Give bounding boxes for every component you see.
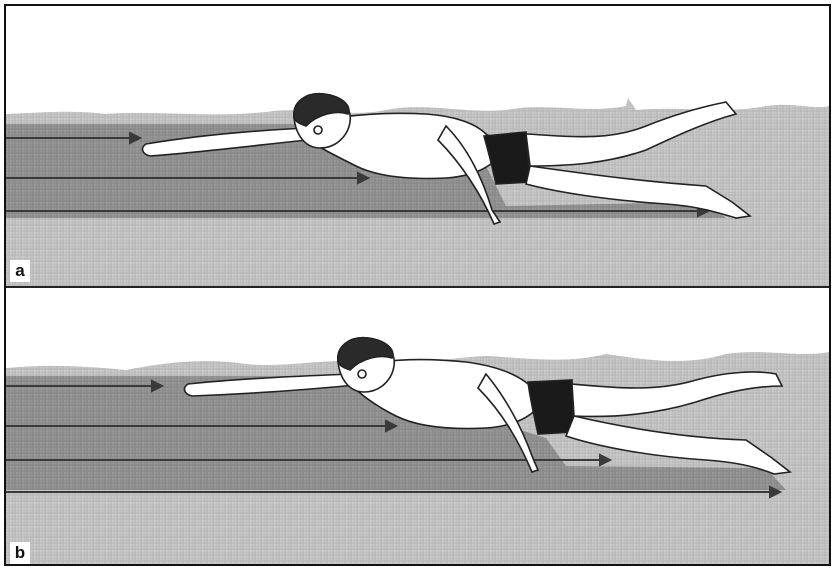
panel-label: a xyxy=(10,260,30,282)
panel-a-illustration xyxy=(6,6,829,286)
panel-label: b xyxy=(10,542,30,564)
figure-frame: a xyxy=(4,4,831,566)
panel-b-illustration xyxy=(6,288,829,566)
panel-a: a xyxy=(6,6,829,286)
panel-b: b xyxy=(6,288,829,566)
